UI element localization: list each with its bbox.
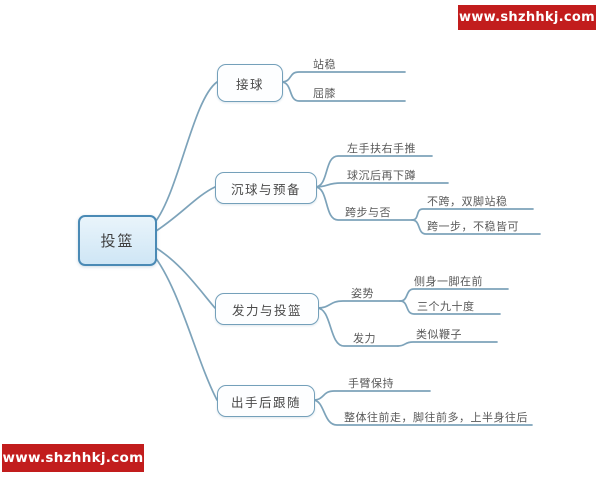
watermark-bottom-left: www.shzhhkj.com — [2, 444, 144, 472]
topic-catch-ball[interactable]: 接球 — [217, 64, 283, 102]
leaf-no-stride-feet-firm[interactable]: 不跨，双脚站稳 — [427, 195, 508, 208]
leaf-body-forward-upper-back[interactable]: 整体往前走，脚往前多，上半身往后 — [344, 411, 528, 424]
connector-line — [316, 300, 401, 309]
connector-line — [316, 307, 399, 347]
connector-line — [399, 300, 501, 315]
leaf-stride-or-not[interactable]: 跨步与否 — [345, 206, 391, 219]
connector-line — [314, 186, 413, 221]
leaf-sink-then-squat[interactable]: 球沉后再下蹲 — [347, 169, 416, 182]
connector-line — [152, 245, 216, 309]
connector-line — [152, 186, 216, 234]
watermark-top-right: www.shzhhkj.com — [458, 5, 596, 30]
connector-line — [151, 252, 218, 401]
leaf-power[interactable]: 发力 — [353, 332, 376, 345]
leaf-arm-hold[interactable]: 手臂保持 — [348, 377, 394, 390]
root-node-shooting[interactable]: 投篮 — [78, 215, 157, 266]
leaf-like-a-whip[interactable]: 类似鞭子 — [416, 328, 462, 341]
leaf-stand-firm[interactable]: 站稳 — [313, 58, 336, 71]
leaf-three-ninety-degrees[interactable]: 三个九十度 — [417, 300, 475, 313]
connector-line — [280, 81, 406, 102]
topic-follow-through[interactable]: 出手后跟随 — [217, 385, 315, 417]
connector-line — [411, 219, 541, 235]
connector-line — [314, 182, 449, 188]
leaf-posture[interactable]: 姿势 — [351, 287, 374, 300]
connector-line — [314, 155, 433, 188]
connector-line — [397, 341, 498, 347]
topic-power-and-shoot[interactable]: 发力与投篮 — [215, 293, 319, 325]
topic-sink-and-prepare[interactable]: 沉球与预备 — [215, 172, 317, 204]
leaf-hand-position[interactable]: 左手扶右手推 — [347, 142, 416, 155]
connector-line — [280, 71, 406, 83]
connector-line — [312, 399, 533, 426]
leaf-bend-knees[interactable]: 屈膝 — [313, 87, 336, 100]
leaf-side-stance-foot-front[interactable]: 侧身一脚在前 — [414, 275, 483, 288]
connector-line — [151, 81, 218, 227]
leaf-one-stride-if-unsteady[interactable]: 跨一步，不稳皆可 — [427, 220, 519, 233]
connector-line — [312, 390, 431, 401]
